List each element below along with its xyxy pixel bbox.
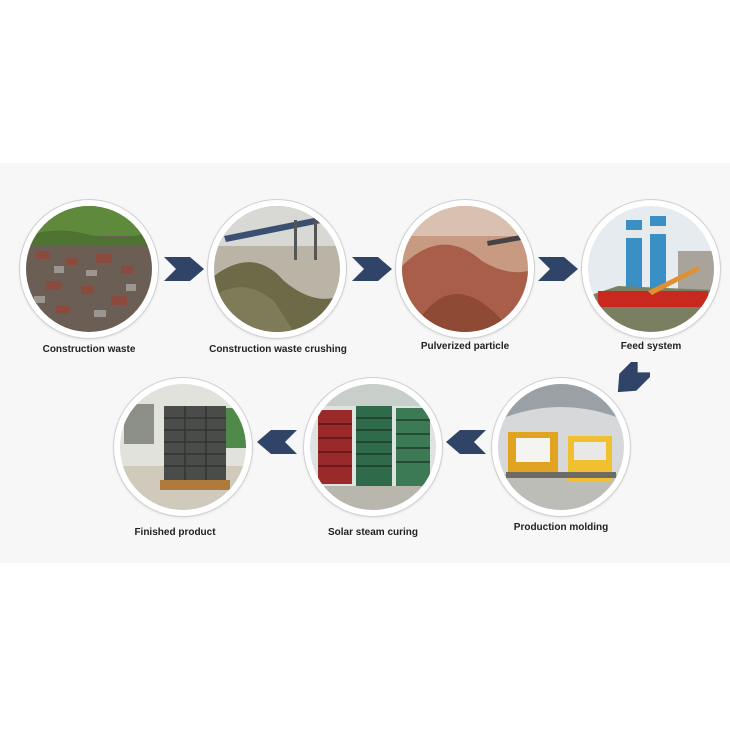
step-finished-product-image <box>114 378 252 516</box>
arrow-right-icon <box>538 257 578 281</box>
step-label-crushing: Construction waste crushing <box>209 344 347 355</box>
step-label-pulverized-particle: Pulverized particle <box>420 341 510 352</box>
curing-racks-icon <box>310 384 436 510</box>
step-crushing-image <box>208 200 346 338</box>
crusher-conveyor-icon <box>214 206 340 332</box>
step-pulverized-particle-image <box>396 200 534 338</box>
block-stacks-icon <box>120 384 246 510</box>
arrow-left-icon <box>446 430 486 454</box>
particle-heap-icon <box>402 206 528 332</box>
silo-plant-icon <box>588 206 714 332</box>
step-solar-steam-curing-image <box>304 378 442 516</box>
step-production-molding-image <box>492 378 630 516</box>
arrow-right-icon <box>164 257 204 281</box>
step-label-solar-steam-curing: Solar steam curing <box>327 527 419 538</box>
rubble-pile-icon <box>26 206 152 332</box>
molding-machine-icon <box>498 384 624 510</box>
step-construction-waste-image <box>20 200 158 338</box>
arrow-left-icon <box>257 430 297 454</box>
step-label-feed-system: Feed system <box>620 341 682 352</box>
step-feed-system-image <box>582 200 720 338</box>
arrow-right-icon <box>352 257 392 281</box>
step-label-construction-waste: Construction waste <box>42 344 136 355</box>
step-label-production-molding: Production molding <box>513 522 609 533</box>
arrow-down-left-icon <box>617 362 650 393</box>
step-label-finished-product: Finished product <box>134 527 216 538</box>
